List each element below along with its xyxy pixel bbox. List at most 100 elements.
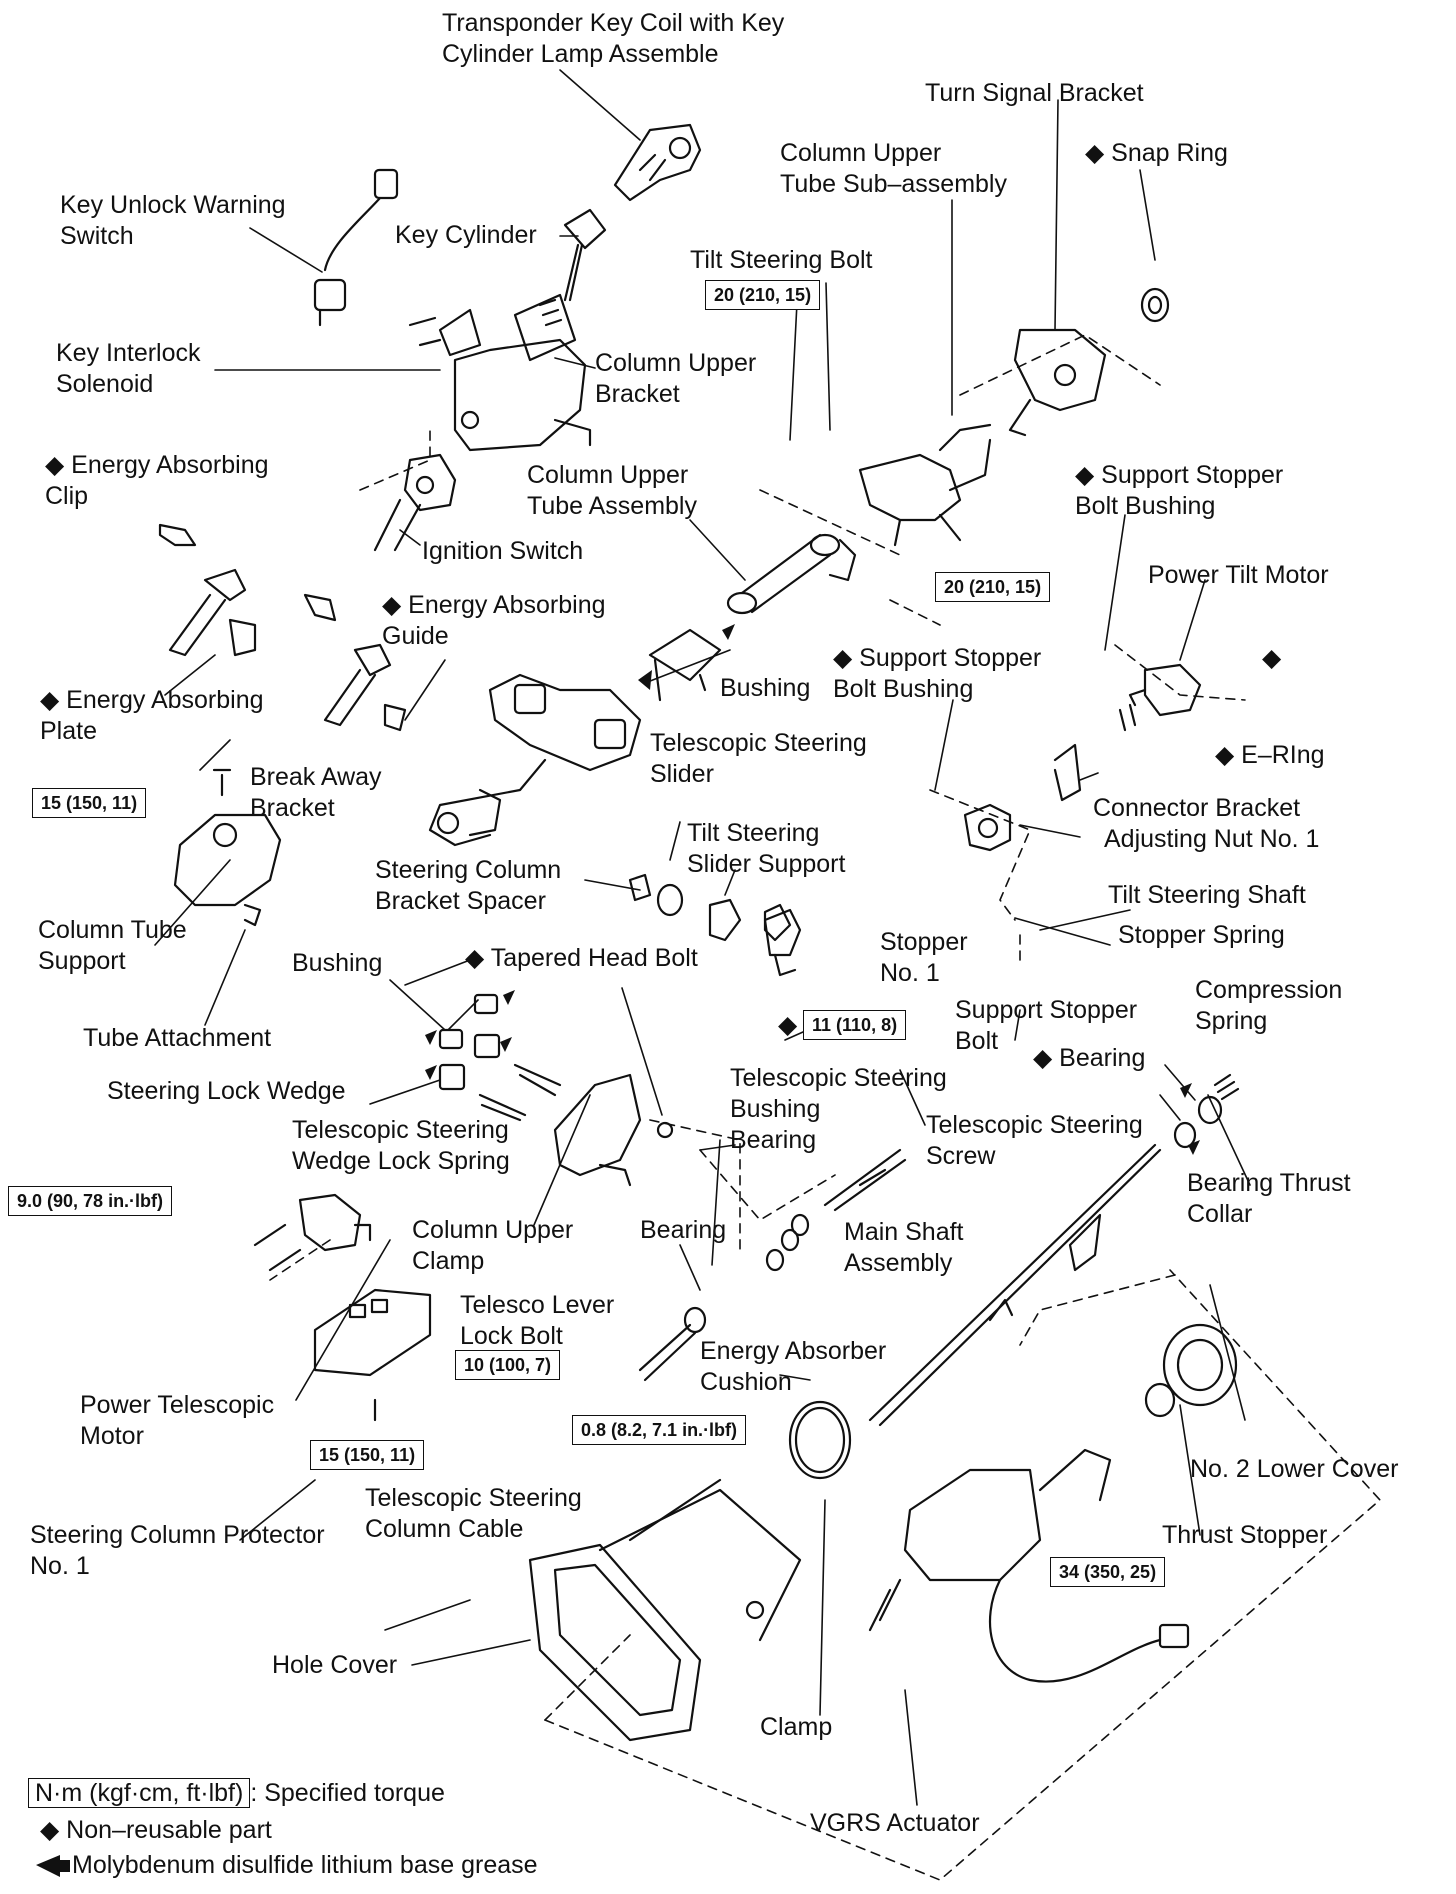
torque-tapered-bolt: 11 (110, 8) bbox=[803, 1010, 907, 1040]
label-bearing-thrust-collar: Bearing Thrust Collar bbox=[1187, 1169, 1351, 1228]
label-vgrs-actuator: VGRS Actuator bbox=[810, 1809, 980, 1837]
torque-thrust-stopper: 34 (350, 25) bbox=[1050, 1557, 1166, 1587]
turn-signal-bracket-part bbox=[1008, 328, 1107, 437]
label-bushing-top: Bushing bbox=[720, 674, 811, 702]
power-tilt-motor-part bbox=[1118, 663, 1202, 732]
connector-bracket-part bbox=[1053, 743, 1082, 802]
label-column-upper-bracket: Column Upper Bracket bbox=[595, 349, 757, 408]
grease-arrows[interactable] bbox=[36, 624, 1200, 1877]
main-shaft-part bbox=[868, 1143, 1162, 1427]
label-energy-absorber-cushion: Energy Absorber Cushion bbox=[700, 1337, 887, 1396]
diamond-marker-tilt: ◆ bbox=[1262, 644, 1282, 672]
energy-absorbing-plate-part bbox=[168, 568, 257, 657]
label-telescopic-slider: Telescopic Steering Slider bbox=[650, 729, 867, 788]
torque-telesco-lever: 10 (100, 7) bbox=[455, 1350, 561, 1380]
key-unlock-switch-part bbox=[313, 168, 399, 327]
label-column-tube-support: Column Tube Support bbox=[38, 916, 187, 975]
snap-ring-part bbox=[1140, 287, 1170, 323]
label-key-unlock: Key Unlock Warning Switch bbox=[60, 191, 286, 250]
legend-grease: Molybdenum disulfide lithium base grease bbox=[72, 1851, 538, 1879]
label-telescopic-wedge-spring: Telescopic Steering Wedge Lock Spring bbox=[292, 1116, 510, 1175]
label-ignition-switch: Ignition Switch bbox=[422, 537, 584, 565]
break-away-bracket-part bbox=[428, 673, 642, 847]
lower-cover-part bbox=[1144, 1323, 1238, 1418]
ignition-switch-part bbox=[373, 453, 457, 552]
label-column-upper-tube-sub: Column Upper Tube Sub–assembly bbox=[780, 139, 1007, 198]
protector-part bbox=[313, 1288, 432, 1422]
legend-non-reusable: ◆ Non–reusable part bbox=[40, 1816, 272, 1844]
label-no2-lower-cover: No. 2 Lower Cover bbox=[1190, 1455, 1399, 1483]
torque-tube-support: 15 (150, 11) bbox=[32, 788, 147, 818]
label-connector-bracket: Connector Bracket bbox=[1093, 794, 1301, 822]
label-telescopic-cable: Telescopic Steering Column Cable bbox=[365, 1484, 582, 1543]
label-tapered-head-bolt: ◆ Tapered Head Bolt bbox=[465, 944, 698, 972]
column-upper-tube-part bbox=[726, 533, 857, 615]
torque-protector: 15 (150, 11) bbox=[310, 1440, 425, 1470]
label-bushing-left: Bushing bbox=[292, 949, 383, 977]
label-clamp: Clamp bbox=[760, 1713, 833, 1741]
label-key-cylinder: Key Cylinder bbox=[395, 221, 537, 249]
label-break-away-bracket: Break Away Bracket bbox=[250, 763, 382, 822]
label-hole-cover: Hole Cover bbox=[272, 1651, 398, 1679]
label-thrust-stopper: Thrust Stopper bbox=[1162, 1521, 1328, 1549]
label-bearing-mid: Bearing bbox=[640, 1216, 727, 1244]
vgrs-actuator-part bbox=[868, 1448, 1190, 1683]
label-stopper-spring: Stopper Spring bbox=[1118, 921, 1285, 949]
transponder-coil-part bbox=[613, 123, 702, 202]
column-tube-support-part bbox=[173, 768, 282, 927]
hole-cover-part bbox=[528, 1478, 802, 1742]
leader-lines bbox=[154, 69, 1251, 1806]
label-key-interlock: Key Interlock Solenoid bbox=[56, 339, 201, 398]
column-upper-clamp-part bbox=[553, 1073, 674, 1187]
label-telescopic-bushing-bearing: Telescopic Steering Bushing Bearing bbox=[730, 1064, 947, 1154]
legend-torque-desc: : Specified torque bbox=[250, 1779, 445, 1807]
lock-wedge-and-bushings bbox=[438, 993, 562, 1122]
bearing-and-spring-parts bbox=[765, 1073, 1240, 1272]
label-power-tilt-motor: Power Tilt Motor bbox=[1148, 561, 1329, 589]
key-cylinder-part bbox=[563, 208, 607, 302]
label-turn-signal-bracket: Turn Signal Bracket bbox=[925, 79, 1144, 107]
legend-torque: N·m (kgf·cm, ft·lbf): Specified torque bbox=[28, 1778, 445, 1808]
label-transponder: Transponder Key Coil with Key Cylinder L… bbox=[442, 9, 785, 68]
label-adjusting-nut: Adjusting Nut No. 1 bbox=[1104, 825, 1320, 853]
label-protector-no1: Steering Column Protector No. 1 bbox=[30, 1521, 325, 1580]
power-telescopic-motor-part bbox=[253, 1193, 372, 1272]
cable-part bbox=[638, 1306, 707, 1382]
label-energy-absorbing-clip: ◆ Energy Absorbing Clip bbox=[45, 451, 269, 510]
label-telesco-lever: Telesco Lever Lock Bolt bbox=[460, 1291, 615, 1350]
label-column-upper-tube-assy: Column Upper Tube Assembly bbox=[527, 461, 697, 520]
label-support-stopper-bolt: Support Stopper Bolt bbox=[955, 996, 1138, 1055]
legend-torque-unit: N·m (kgf·cm, ft·lbf) bbox=[28, 1778, 251, 1808]
label-steering-lock-wedge: Steering Lock Wedge bbox=[107, 1077, 346, 1105]
torque-tilt-bolt-top: 20 (210, 15) bbox=[705, 280, 821, 310]
adjusting-nut-part bbox=[963, 803, 1012, 852]
label-tilt-steering-bolt: Tilt Steering Bolt bbox=[690, 246, 873, 274]
label-tube-attachment: Tube Attachment bbox=[83, 1024, 272, 1052]
label-snap-ring: ◆ Snap Ring bbox=[1085, 139, 1228, 167]
label-tilt-steering-shaft: Tilt Steering Shaft bbox=[1108, 881, 1306, 909]
label-e-ring: ◆ E–RIng bbox=[1215, 741, 1325, 769]
bushing-part bbox=[648, 628, 722, 702]
telescopic-bracket-part bbox=[763, 908, 802, 977]
telescopic-screw-part bbox=[823, 1148, 907, 1212]
label-compression-spring: Compression Spring bbox=[1195, 976, 1343, 1035]
tapered-bolt-diamond: ◆ bbox=[778, 1011, 798, 1039]
torque-tilt-bolt-bottom: 20 (210, 15) bbox=[935, 572, 1051, 602]
label-column-upper-clamp: Column Upper Clamp bbox=[412, 1216, 574, 1275]
label-energy-absorbing-guide: ◆ Energy Absorbing Guide bbox=[382, 591, 606, 650]
label-support-stopper-bushing-top: ◆ Support Stopper Bolt Bushing bbox=[1075, 461, 1284, 520]
label-steering-column-spacer: Steering Column Bracket Spacer bbox=[375, 856, 562, 915]
torque-motor-left: 9.0 (90, 78 in.·lbf) bbox=[8, 1186, 173, 1216]
label-power-telescopic-motor: Power Telescopic Motor bbox=[80, 1391, 275, 1450]
column-upper-bracket-part bbox=[408, 293, 592, 452]
label-energy-absorbing-plate: ◆ Energy Absorbing Plate bbox=[40, 686, 264, 745]
label-bearing-right: ◆ Bearing bbox=[1033, 1044, 1146, 1072]
torque-cable: 0.8 (8.2, 7.1 in.·lbf) bbox=[572, 1415, 747, 1445]
energy-absorbing-guide-part bbox=[303, 593, 407, 732]
label-main-shaft: Main Shaft Assembly bbox=[844, 1218, 964, 1277]
label-telescopic-screw: Telescopic Steering Screw bbox=[926, 1111, 1143, 1170]
energy-absorbing-clip-part bbox=[158, 523, 197, 547]
label-stopper-no1: Stopper No. 1 bbox=[880, 928, 968, 987]
